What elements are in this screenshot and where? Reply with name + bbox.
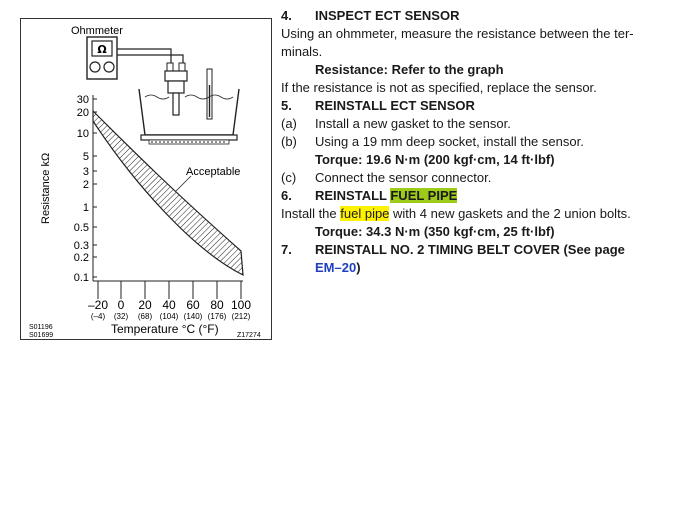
step-6-torque: Torque: 34.3 N·m (350 kgf·cm, 25 ft·lbf) bbox=[315, 224, 555, 239]
step-7-ref: EM–20) bbox=[315, 260, 361, 275]
x-tick-label-fahrenheit: (176) bbox=[208, 312, 227, 321]
y-tick-label: 10 bbox=[77, 128, 89, 140]
x-tick-labels: –20(–4) 0(32) 20(68) 40(104) 60(140) 80(176) 1… bbox=[88, 281, 251, 321]
search-highlight: FUEL PIPE bbox=[390, 188, 458, 203]
x-tick-label-celsius: 0 bbox=[118, 298, 125, 312]
callout-line bbox=[175, 175, 192, 192]
x-tick-label-fahrenheit: (104) bbox=[160, 312, 179, 321]
y-tick-label: 1 bbox=[83, 202, 89, 214]
lead-wire bbox=[117, 48, 172, 63]
y-tick-label: 5 bbox=[83, 151, 89, 163]
figure-code-2: S01699 bbox=[29, 332, 53, 339]
ohmmeter-label: Ohmmeter bbox=[71, 25, 123, 37]
search-highlight: fuel pipe bbox=[340, 206, 390, 221]
procedure-text: 4.INSPECT ECT SENSOR Using an ohmmeter, … bbox=[281, 7, 661, 277]
x-tick-label-celsius: 100 bbox=[231, 298, 251, 312]
y-tick-label: 0.2 bbox=[74, 252, 89, 264]
x-tick-label-celsius: 20 bbox=[138, 298, 152, 312]
x-tick-label-fahrenheit: (–4) bbox=[91, 312, 106, 321]
figure-code-1: S01196 bbox=[29, 324, 53, 331]
y-tick-label: 3 bbox=[83, 166, 89, 178]
y-tick-label: 30 bbox=[77, 94, 89, 106]
x-tick-label-fahrenheit: (140) bbox=[184, 312, 203, 321]
ect-sensor-icon bbox=[164, 62, 188, 116]
x-tick-label-fahrenheit: (32) bbox=[114, 312, 129, 321]
step-5-c: (c)Connect the sensor connector. bbox=[281, 170, 492, 185]
figure-code-3: Z17274 bbox=[237, 332, 261, 339]
ect-sensor-figure: Ohmmeter Ω bbox=[20, 18, 272, 340]
step-7-heading: 7.REINSTALL NO. 2 TIMING BELT COVER (See… bbox=[281, 242, 625, 257]
page-link-em20[interactable]: EM–20 bbox=[315, 260, 357, 275]
y-tick-label: 0.3 bbox=[74, 240, 89, 252]
step-5-torque: Torque: 19.6 N·m (200 kgf·cm, 14 ft·lbf) bbox=[315, 152, 555, 167]
figure-svg: Ohmmeter Ω bbox=[29, 25, 261, 339]
x-tick-label-celsius: 80 bbox=[210, 298, 224, 312]
ohm-symbol: Ω bbox=[97, 43, 107, 56]
step-4-heading: 4.INSPECT ECT SENSOR bbox=[281, 8, 460, 23]
y-tick-label: 0.1 bbox=[74, 272, 89, 284]
step-4-note: If the resistance is not as specified, r… bbox=[281, 80, 597, 95]
step-6-heading: 6.REINSTALL FUEL PIPE bbox=[281, 188, 458, 203]
step-5-a: (a)Install a new gasket to the sensor. bbox=[281, 116, 511, 131]
acceptable-band bbox=[92, 109, 244, 277]
y-tick-label: 2 bbox=[83, 179, 89, 191]
step-4-body: Using an ohmmeter, measure the resistanc… bbox=[281, 26, 634, 41]
y-tick-label: 20 bbox=[77, 107, 89, 119]
ohmmeter-icon: Ω bbox=[86, 36, 118, 80]
x-axis-label: Temperature °C (°F) bbox=[111, 322, 219, 336]
step-5-heading: 5.REINSTALL ECT SENSOR bbox=[281, 98, 475, 113]
x-tick-label-celsius: –20 bbox=[88, 298, 108, 312]
step-6-body: Install the fuel pipe with 4 new gaskets… bbox=[281, 206, 631, 221]
step-5-b: (b)Using a 19 mm deep socket, install th… bbox=[281, 134, 584, 149]
water-bath-icon bbox=[138, 88, 240, 145]
y-axis-label: Resistance kΩ bbox=[40, 153, 52, 224]
thermometer-icon bbox=[206, 68, 213, 120]
y-tick-label: 0.5 bbox=[74, 222, 89, 234]
acceptable-label: Acceptable bbox=[186, 166, 240, 178]
step-4-spec: Resistance: Refer to the graph bbox=[315, 62, 504, 77]
lead-wire bbox=[117, 54, 184, 63]
step-4-body: minals. bbox=[281, 44, 323, 59]
x-tick-label-celsius: 60 bbox=[186, 298, 200, 312]
x-tick-label-fahrenheit: (212) bbox=[232, 312, 251, 321]
x-tick-label-fahrenheit: (68) bbox=[138, 312, 153, 321]
x-tick-label-celsius: 40 bbox=[162, 298, 176, 312]
